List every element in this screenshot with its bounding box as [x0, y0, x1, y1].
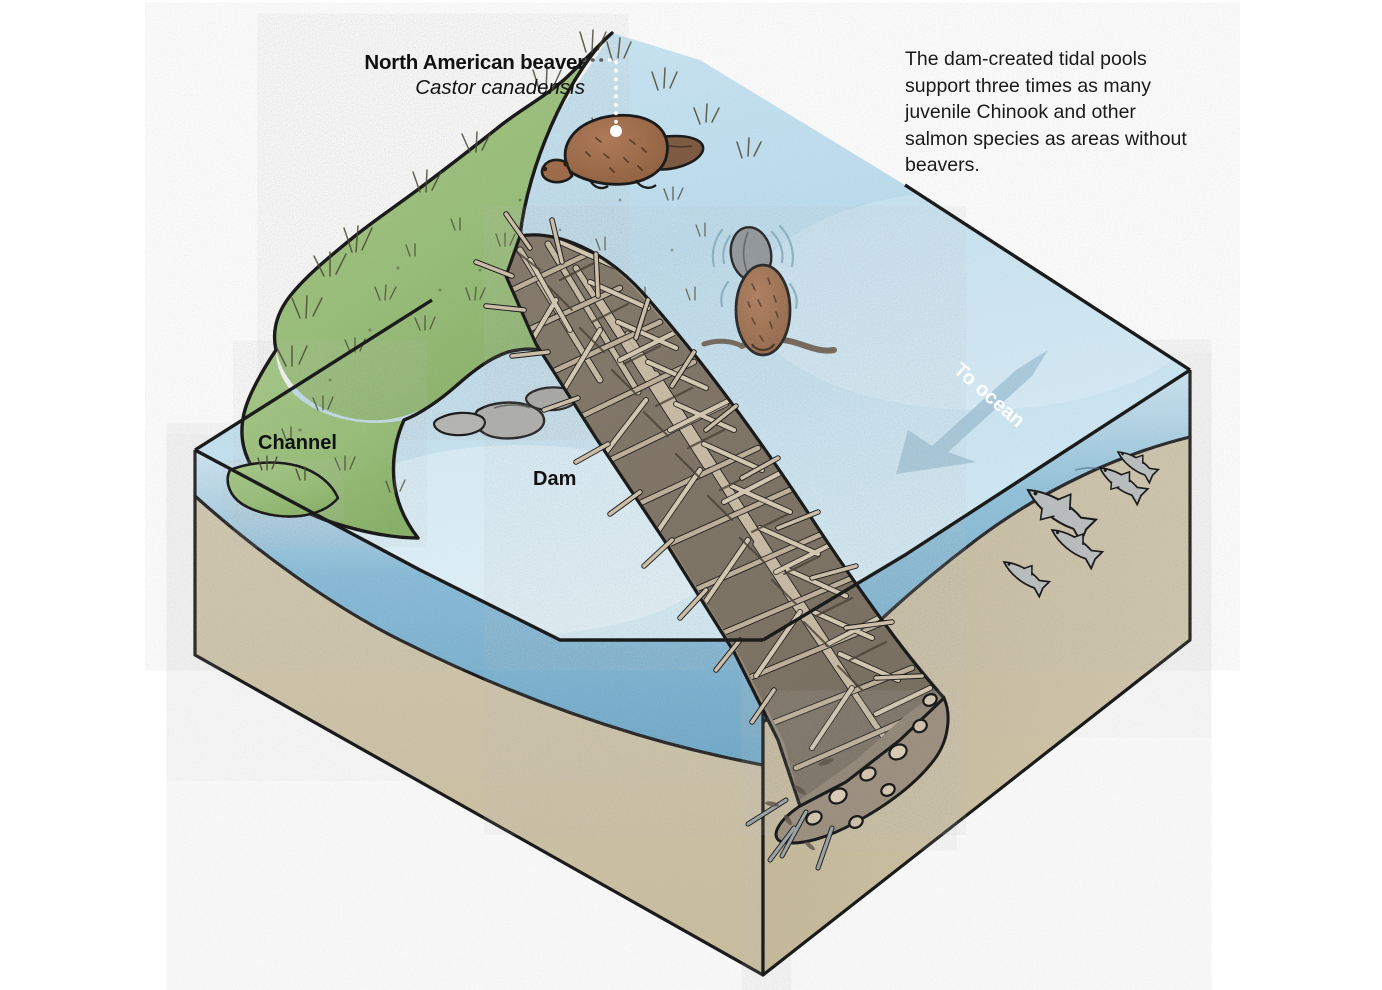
beaver-common-name-label: North American beaver: [364, 51, 585, 74]
flow-arrow: [896, 350, 1048, 474]
salmon-group: [1002, 451, 1161, 599]
beaver-scientific-name-label: Castor canadensis: [415, 76, 585, 99]
caption-note: The dam-created tidal pools support thre…: [905, 48, 1187, 176]
salmon: [1116, 451, 1161, 485]
channel-label: Channel: [258, 432, 337, 454]
rocks: [433, 386, 578, 440]
salmon: [1098, 467, 1150, 507]
dam-label: Dam: [533, 468, 577, 490]
dam-cross-section: [745, 693, 950, 871]
salmon: [1050, 529, 1105, 571]
beaver-leader-line: [582, 58, 622, 137]
sediment-front-face: [193, 448, 765, 977]
water-surface: [195, 33, 1190, 640]
salmon: [1002, 561, 1052, 599]
marsh-island: [226, 455, 340, 518]
beaver-on-bank: [540, 113, 705, 190]
salmon: [1026, 488, 1099, 545]
block-outline: [194, 183, 1191, 642]
beaver-swimming: [701, 224, 837, 357]
